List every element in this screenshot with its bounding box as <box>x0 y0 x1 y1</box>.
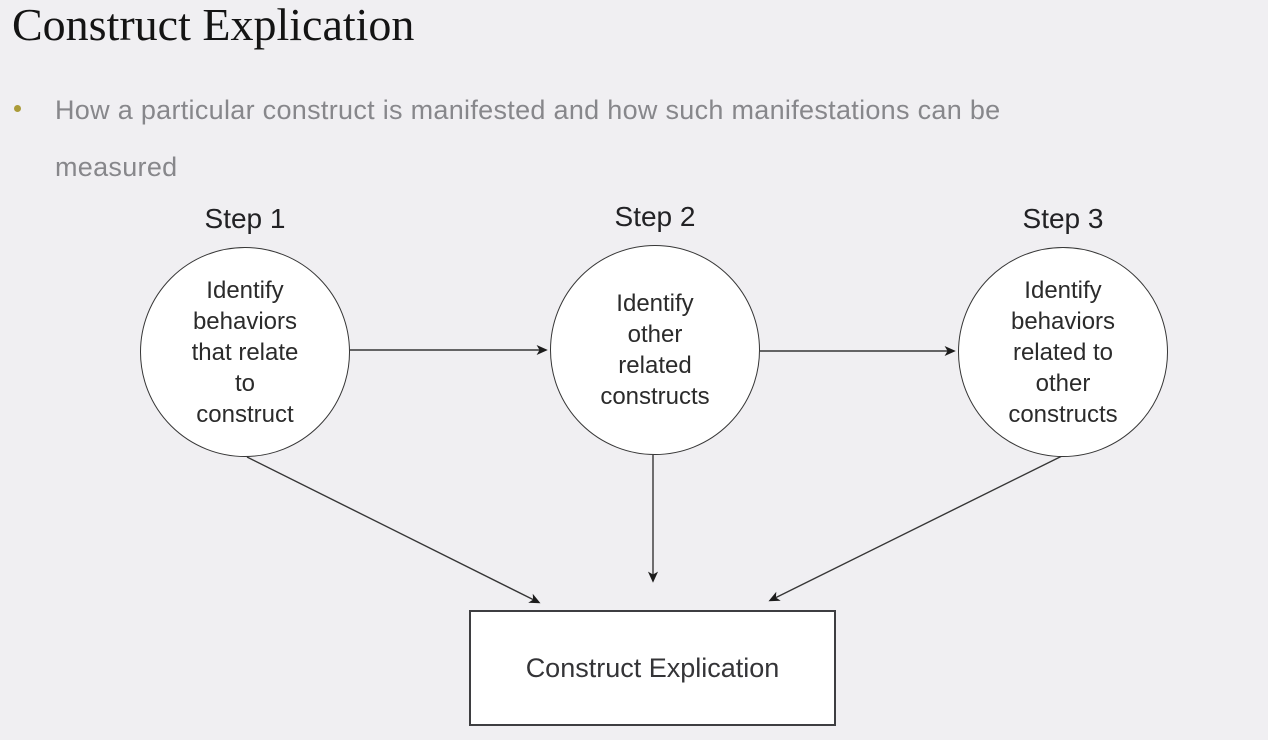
step-3-circle: Identify behaviors related to other cons… <box>958 247 1168 457</box>
step-2-text: Identify other related constructs <box>600 290 710 410</box>
step-3-text: Identify behaviors related to other cons… <box>1008 276 1118 428</box>
step-1-label: Step 1 <box>204 203 286 234</box>
step-1-text: Identify behaviors that relate to constr… <box>191 276 299 428</box>
slide-title: Construct Explication <box>12 0 415 50</box>
arrow-step3-to-result <box>768 455 1063 602</box>
result-box: Construct Explication <box>469 610 836 726</box>
step-2-circle: Identify other related constructs <box>550 245 760 455</box>
step-2-label: Step 2 <box>614 201 696 232</box>
result-box-text: Construct Explication <box>525 652 780 683</box>
bullet-dot-icon <box>14 105 21 112</box>
arrow-step1-to-result <box>246 456 541 604</box>
step-3-label: Step 3 <box>1022 203 1104 234</box>
bullet-text: How a particular construct is manifested… <box>55 95 1001 182</box>
step-1-circle: Identify behaviors that relate to constr… <box>140 247 350 457</box>
